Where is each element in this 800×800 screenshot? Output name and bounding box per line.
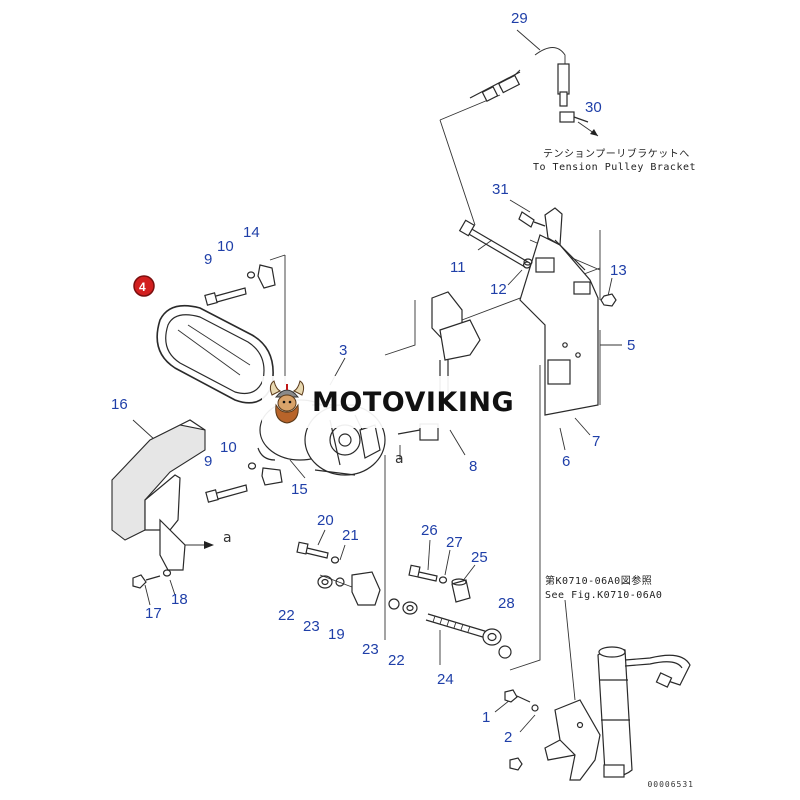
washer-18 [162,569,172,577]
callout-25: 25 [471,549,488,566]
callout-2: 2 [504,729,512,746]
bracket-19 [351,571,381,606]
fitting-30 [559,111,599,137]
callout-9-upper: 9 [204,251,212,268]
nut-lower [509,757,523,771]
bolt-17 [132,574,161,589]
washer-10-upper [246,271,256,279]
washer-2 [531,704,539,712]
callout-numbers: 29 30 31 11 12 13 5 14 10 9 4 3 16 10 9 … [111,10,635,746]
callout-1: 1 [482,709,490,726]
callout-9-lower: 9 [204,453,212,470]
adjust-rod-24 [425,613,502,646]
viking-head-icon [262,376,312,428]
bolt-9-lower [205,484,248,503]
bolt-31 [518,211,546,228]
callout-7: 7 [592,433,600,450]
arrow-label-a-left: a [223,530,232,546]
callout-12: 12 [490,281,507,298]
clip-14 [257,264,276,289]
leader-lines [132,29,622,733]
tension-note-en: To Tension Pulley Bracket [533,162,696,173]
callout-11: 11 [450,259,466,276]
callout-24: 24 [437,671,454,688]
callout-10-lower: 10 [220,439,237,456]
clip-15 [261,467,283,486]
washer-22-left [317,575,333,589]
bolt-11 [458,219,533,268]
callout-19: 19 [328,626,345,643]
washer-22-right [402,601,418,615]
watermark-banner: MOTOVIKING [262,376,534,428]
callout-29: 29 [511,10,528,27]
nut-13 [600,293,617,307]
washer-21 [330,556,340,564]
bolt-1 [504,689,531,703]
callout-3: 3 [339,342,347,359]
watermark-brand-text: MOTOVIKING [312,386,515,418]
callout-4: 4 [139,280,146,294]
v-belt-4 [156,304,274,404]
see-fig-note-en: See Fig.K0710-06A0 [545,590,662,601]
bolt-20 [296,541,329,559]
callout-23-right: 23 [362,641,379,658]
callout-27: 27 [446,534,463,551]
washer-23-right [388,598,400,610]
arrow-label-a-right: a [395,451,404,467]
callout-18: 18 [171,591,188,608]
bolt-9-upper [204,287,247,306]
callout-16: 16 [111,396,128,413]
tension-note-jp: テンションプーリブラケットへ [543,147,690,160]
mount-bracket [544,699,601,781]
callout-20: 20 [317,512,334,529]
callout-10-upper: 10 [217,238,234,255]
arrow-a-left [204,541,214,549]
see-fig-note-jp: 第K0710-06A0図参照 [545,574,652,587]
callout-15: 15 [291,481,308,498]
washer-10-lower [247,462,257,470]
washer-23-left [335,577,345,587]
callout-21: 21 [342,527,359,544]
callout-14: 14 [243,224,260,241]
callout-23-left: 23 [303,618,320,635]
pulley-bracket [397,291,481,441]
spacer-25 [451,578,471,603]
callout-6: 6 [562,453,570,470]
callout-17: 17 [145,605,162,622]
callout-5: 5 [627,337,635,354]
washer-12 [522,261,532,269]
receiver-drier [597,646,691,778]
callout-30: 30 [585,99,602,116]
highlight-marker [133,275,155,297]
image-id-label: 00006531 [647,780,694,789]
callout-28: 28 [498,595,515,612]
callout-8: 8 [469,458,477,475]
callout-22-right: 22 [388,652,405,669]
washer-28 [498,645,512,659]
callout-13: 13 [610,262,627,279]
hose-29 [469,63,570,107]
belt-guard-16 [111,419,206,571]
bracket-plate-5 [519,207,599,416]
callout-22-left: 22 [278,607,295,624]
washer-27 [438,576,448,584]
callout-26: 26 [421,522,438,539]
bolt-26 [408,564,438,582]
callout-31: 31 [492,181,509,198]
